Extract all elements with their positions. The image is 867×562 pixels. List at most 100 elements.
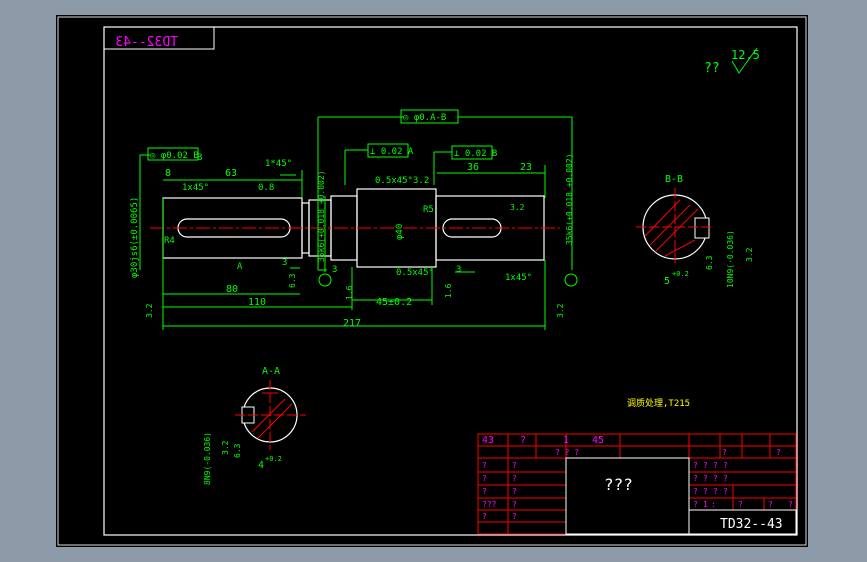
- section-aa-title: A-A: [262, 366, 280, 377]
- dim-3-2-top: 3.2: [413, 176, 429, 186]
- tb-right-r3c4: ?: [723, 487, 728, 496]
- dim-3-a: 3: [282, 258, 287, 268]
- section-bb-10n9: 10N9(-0.036): [726, 230, 735, 288]
- tb-right-r3c2: ?: [703, 487, 708, 496]
- tb-right-r2c2: ?: [703, 474, 708, 483]
- tb-left-r5c1: ?: [482, 512, 487, 521]
- tb-right-r2c4: ?: [723, 474, 728, 483]
- tb-right-r3c3: ?: [713, 487, 718, 496]
- dim-6-3: 6.3: [288, 273, 297, 288]
- dim-36: 36: [467, 162, 479, 173]
- section-bb-keyway: [694, 217, 710, 239]
- dim-8: 8: [165, 168, 171, 179]
- dim-1-6a: 1.6: [345, 285, 354, 300]
- title-block-code-cell: [688, 509, 797, 535]
- dim-r5: R5: [423, 205, 434, 215]
- tb-left-r4c1: ???: [482, 500, 497, 509]
- tb-top-3: 1: [563, 435, 569, 446]
- section-aa-4: 4: [258, 460, 264, 471]
- tb-right-r2c1: ?: [693, 474, 698, 483]
- dim-3-2b: 3.2: [145, 303, 154, 318]
- tb-top-1: 43: [482, 435, 494, 446]
- dimension-lines: [139, 116, 573, 330]
- tb-left-r2c2: ?: [512, 474, 517, 483]
- dim-35k6-right: 35k6(+0.018 +0.002): [565, 153, 574, 245]
- section-bb-5tol: +0.2: [672, 270, 689, 278]
- tb-right-r4c3: :: [711, 500, 716, 509]
- tb-mid-2: ?: [722, 448, 727, 457]
- section-bb-6-3: 6.3: [705, 255, 714, 270]
- section-aa-3-2: 3.2: [221, 440, 230, 455]
- dim-3-2c: 3.2: [556, 303, 565, 318]
- dim-0-8: 0.8: [258, 183, 274, 193]
- section-aa-6-3: 6.3: [233, 443, 242, 458]
- dim-80: 80: [226, 284, 238, 295]
- section-aa-4tol: +0.2: [265, 455, 282, 463]
- tb-left-r1c2: ?: [512, 461, 517, 470]
- tb-top-4: 45: [592, 435, 604, 446]
- dim-35k6-left: 35k6(+0.018 +0.002): [317, 170, 326, 262]
- dim-1x45-top: 1*45°: [265, 159, 292, 169]
- dim-r4: R4: [164, 236, 175, 246]
- tb-left-r5c2: ?: [512, 512, 517, 521]
- tolerance-phi0-02-b: ◎ φ0.02 B: [150, 151, 199, 161]
- roughness-value: 12.5: [731, 48, 760, 62]
- tb-right-r1c3: ?: [713, 461, 718, 470]
- dim-3-right: 3: [456, 265, 461, 275]
- dim-1-6b: 1.6: [444, 283, 453, 298]
- dim-1x45-bot: 1x45°: [505, 273, 532, 283]
- tb-right-r3c1: ?: [693, 487, 698, 496]
- dim-110: 110: [248, 297, 266, 308]
- tb-right-r2c3: ?: [713, 474, 718, 483]
- tb-right-r4c1: ?: [693, 500, 698, 509]
- drawing-code-box: [103, 26, 215, 50]
- tb-top-2: ?: [520, 435, 526, 446]
- tolerance-perp-b: ⊥ 0.02 B: [454, 149, 497, 159]
- tb-right-r4c6: ?: [788, 500, 793, 509]
- dim-0-5x45-bot: 0.5x45°: [396, 268, 434, 278]
- tb-left-r3c2: ?: [512, 487, 517, 496]
- section-aa-8n9: 8N9(-0.036): [203, 432, 212, 485]
- tb-right-r4c4: ?: [738, 500, 743, 509]
- tb-left-r3c1: ?: [482, 487, 487, 496]
- title-block-border-white: [565, 457, 690, 535]
- section-bb-3-2: 3.2: [745, 247, 754, 262]
- drawing-frame-outer: [57, 16, 807, 546]
- label-b-arrow: B: [197, 153, 202, 163]
- tb-right-r1c4: ?: [723, 461, 728, 470]
- label-a-arrow: A: [237, 262, 243, 272]
- roughness-symbol: [731, 47, 758, 74]
- dim-phi40: φ40: [395, 224, 405, 240]
- roughness-prefix: ??: [704, 61, 720, 76]
- dim-217: 217: [343, 318, 361, 329]
- dim-3-2d: 3.2: [510, 203, 525, 212]
- section-bb-hatch: [644, 199, 699, 257]
- tb-left-r2c1: ?: [482, 474, 487, 483]
- tb-right-r1c2: ?: [703, 461, 708, 470]
- tolerance-coaxial-ab: ◎ φ0.A-B: [403, 113, 446, 123]
- title-block-centre-text: ???: [604, 475, 633, 494]
- dim-1x45-left: 1x45°: [182, 183, 209, 193]
- dim-23: 23: [520, 162, 532, 173]
- tb-right-r1c1: ?: [693, 461, 698, 470]
- tb-right-r4c2: 1: [703, 500, 708, 509]
- tolerance-perp-a: ⊥ 0.02 A: [370, 147, 414, 157]
- drawing-frame-inner: [103, 26, 798, 536]
- datum-a-circle: [318, 273, 332, 287]
- tolerance-frames: [147, 109, 493, 161]
- dim-phi30: φ30js6(±0.0065): [130, 197, 140, 278]
- tb-left-r4c2: ?: [512, 500, 517, 509]
- heat-treatment-note: 调质处理,T215: [627, 397, 690, 409]
- section-bb-title: B-B: [665, 174, 683, 185]
- title-block-drawing-code: TD32--43: [720, 517, 783, 532]
- tb-left-r1c1: ?: [482, 461, 487, 470]
- drawing-code-mirrored: TD32--43: [115, 35, 178, 50]
- dim-45: 45±0.2: [376, 297, 412, 308]
- dim-0-5x45-top: 0.5x45°: [375, 176, 413, 186]
- tb-mid-1: ? ? ?: [555, 448, 579, 457]
- dim-63: 63: [225, 168, 237, 179]
- tb-mid-3: ?: [776, 448, 781, 457]
- dim-3-b: 3: [332, 265, 337, 275]
- section-bb-5: 5: [664, 276, 670, 287]
